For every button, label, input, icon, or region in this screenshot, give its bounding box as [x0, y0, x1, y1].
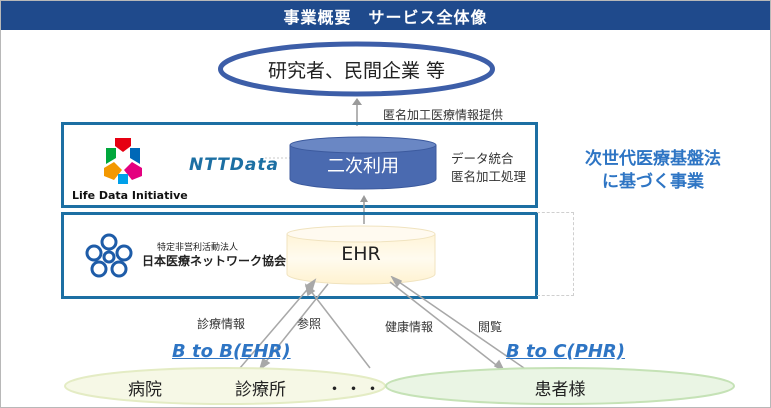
law-based-business-text: 次世代医療基盤法 に基づく事業 — [553, 148, 753, 194]
more-providers-label: ・・・ — [326, 380, 383, 400]
life-data-initiative-logo-icon — [104, 138, 142, 184]
ehr-cylinder — [286, 225, 436, 285]
network-association-logo-icon — [85, 233, 133, 278]
law-text-line1: 次世代医療基盤法 — [585, 149, 721, 169]
label-reference: 参照 — [297, 317, 322, 331]
b2b-label: B to B(EHR) — [172, 341, 291, 362]
org-name-label: 日本医療ネットワーク協会 — [142, 254, 287, 268]
cylinder-label-ehr: EHR — [341, 243, 381, 265]
clinic-label: 診療所 — [235, 380, 286, 400]
label-health-info: 健康情報 — [385, 320, 434, 334]
patients-label: 患者様 — [534, 380, 586, 400]
org-type-label: 特定非営利活動法人 — [157, 243, 239, 253]
researchers-ellipse — [218, 41, 495, 97]
secondary-use-box — [61, 122, 538, 208]
secondary-use-cylinder — [289, 136, 437, 190]
side-text-anonymization: 匿名加工処理 — [451, 169, 527, 184]
page-title: 事業概要 サービス全体像 — [1, 1, 770, 30]
patients-ellipse — [385, 367, 735, 405]
side-text-data-integration: データ統合 — [451, 151, 514, 166]
ntt-data-logo: NTTData — [189, 155, 279, 175]
law-text-line2: に基づく事業 — [602, 172, 704, 192]
b2c-label: B to C(PHR) — [506, 341, 626, 362]
dotted-outline — [537, 212, 574, 296]
arrow-label-anonymized: 匿名加工医療情報提供 — [383, 108, 504, 122]
hospital-label: 病院 — [128, 380, 162, 400]
cylinder-label-secondary-use: 二次利用 — [327, 156, 399, 177]
ldi-logo-text: Life Data Initiative — [72, 189, 188, 202]
label-medical-info: 診療情報 — [197, 317, 246, 331]
label-view: 閲覧 — [478, 320, 503, 334]
researchers-label: 研究者、民間企業 等 — [267, 59, 446, 82]
